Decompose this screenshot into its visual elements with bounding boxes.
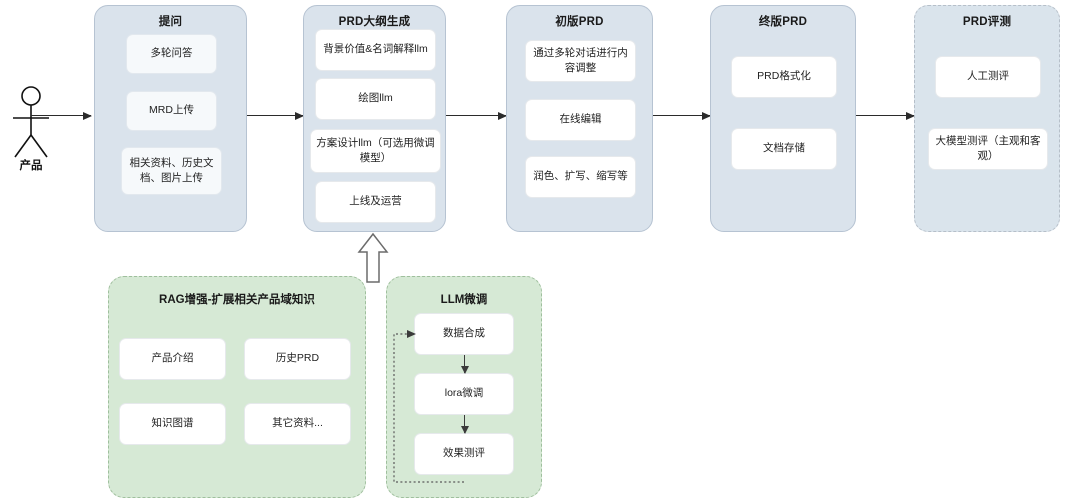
rag-box-title: RAG增强-扩展相关产品域知识 — [159, 294, 315, 306]
card-lora-finetune[interactable]: lora微调 — [414, 373, 514, 415]
card-online-edit[interactable]: 在线编辑 — [525, 99, 636, 141]
card-history-prd[interactable]: 历史PRD — [244, 338, 351, 380]
stage-prd-outline[interactable]: PRD大纲生成 背景价值&名词解释llm 绘图llm 方案设计llm（可选用微调… — [303, 5, 446, 232]
card-doc-storage[interactable]: 文档存储 — [731, 128, 837, 170]
actor-product: 产品 — [6, 85, 66, 172]
rag-box[interactable]: RAG增强-扩展相关产品域知识 产品介绍 历史PRD 知识图谱 其它资料... — [108, 276, 366, 498]
connector-support-to-outline — [356, 232, 390, 284]
stage-final-prd-title: 终版PRD — [758, 16, 808, 28]
stage-prd-eval-title: PRD评测 — [962, 16, 1012, 28]
dotted-loop-arrow-icon — [393, 330, 464, 483]
card-diagram-llm[interactable]: 绘图llm — [315, 78, 436, 120]
stick-figure-icon — [13, 86, 49, 158]
stage-prd-outline-title: PRD大纲生成 — [338, 16, 411, 28]
connector-actor-to-stage-ask — [31, 111, 92, 120]
card-llm-eval[interactable]: 大模型测评（主观和客观） — [928, 128, 1048, 170]
card-polish-expand-condense[interactable]: 润色、扩写、缩写等 — [525, 156, 636, 198]
card-materials-upload[interactable]: 相关资料、历史文档、图片上传 — [121, 147, 222, 195]
card-mrd-upload[interactable]: MRD上传 — [126, 91, 217, 131]
llm-finetune-box-title: LLM微调 — [440, 294, 488, 306]
stage-draft-prd-title: 初版PRD — [555, 16, 604, 28]
stage-ask-title: 提问 — [158, 16, 183, 28]
stage-ask[interactable]: 提问 多轮问答 MRD上传 相关资料、历史文档、图片上传 — [94, 5, 247, 232]
actor-label: 产品 — [19, 160, 43, 172]
card-other-materials[interactable]: 其它资料... — [244, 403, 351, 445]
connector-synthesis-to-lora — [460, 355, 469, 374]
card-knowledge-graph[interactable]: 知识图谱 — [119, 403, 226, 445]
block-arrow-up-icon — [357, 232, 389, 283]
card-effect-eval[interactable]: 效果测评 — [414, 433, 514, 475]
card-launch-operations[interactable]: 上线及运营 — [315, 181, 436, 223]
connector-loop-back — [387, 277, 543, 499]
stage-final-prd[interactable]: 终版PRD PRD格式化 文档存储 — [710, 5, 856, 232]
card-product-intro[interactable]: 产品介绍 — [119, 338, 226, 380]
card-background-value-llm[interactable]: 背景价值&名词解释llm — [315, 29, 436, 71]
card-multi-turn-qa[interactable]: 多轮问答 — [126, 34, 217, 74]
card-prd-formatting[interactable]: PRD格式化 — [731, 56, 837, 98]
llm-finetune-box[interactable]: LLM微调 数据合成 lora微调 效果测评 — [386, 276, 542, 498]
connector-draft-to-final — [653, 111, 711, 120]
card-solution-design-llm[interactable]: 方案设计llm（可选用微调模型） — [310, 129, 441, 173]
stage-draft-prd[interactable]: 初版PRD 通过多轮对话进行内容调整 在线编辑 润色、扩写、缩写等 — [506, 5, 653, 232]
connector-outline-to-draft — [446, 111, 507, 120]
card-multi-turn-adjust[interactable]: 通过多轮对话进行内容调整 — [525, 40, 636, 82]
stage-prd-eval[interactable]: PRD评测 人工测评 大模型测评（主观和客观） — [914, 5, 1060, 232]
connector-lora-to-eval — [460, 415, 469, 434]
card-human-eval[interactable]: 人工测评 — [935, 56, 1041, 98]
connector-ask-to-outline — [247, 111, 304, 120]
connector-final-to-eval — [856, 111, 915, 120]
